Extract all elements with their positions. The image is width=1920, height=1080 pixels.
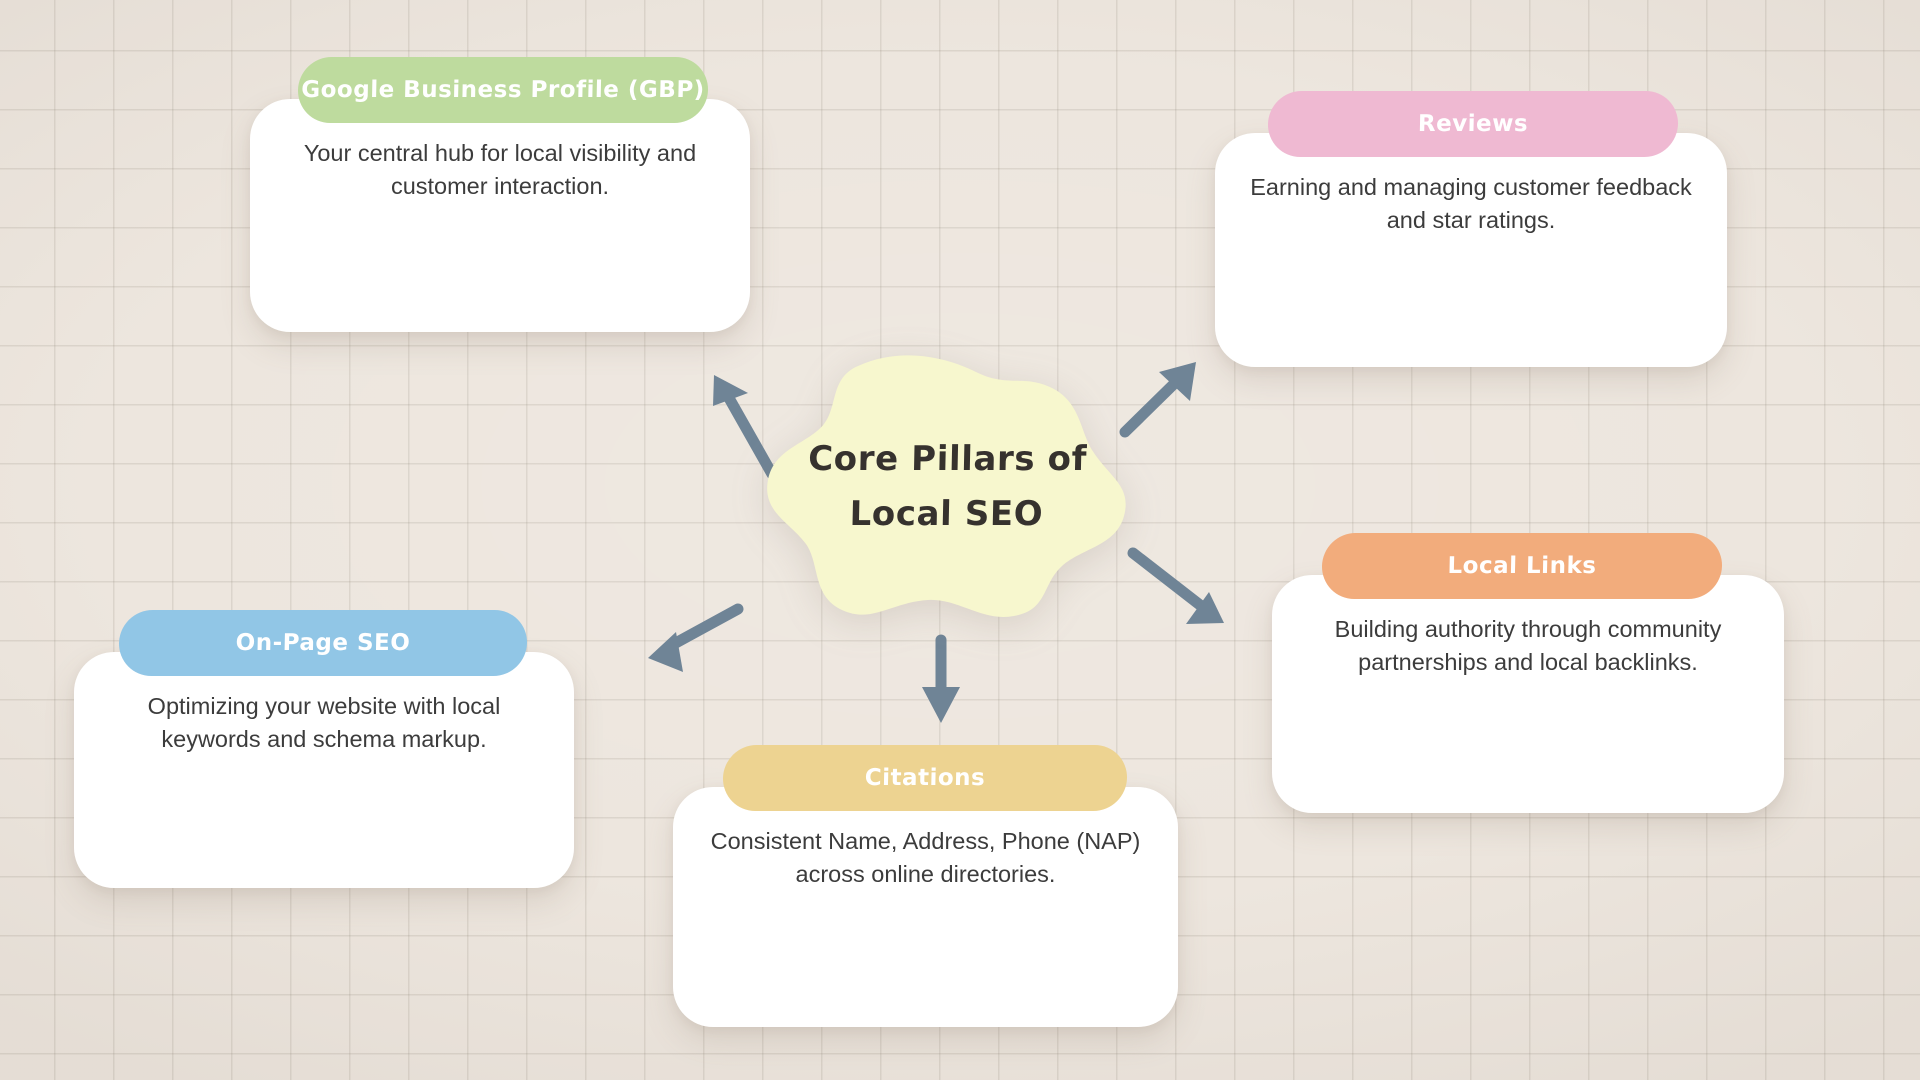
card-header-local-links[interactable]: Local Links — [1321, 533, 1723, 599]
card-description-local-links: Building authority through community par… — [1334, 616, 1722, 676]
card-description-on-page-seo: Optimizing your website with local keywo… — [147, 693, 501, 753]
card-description-citations: Consistent Name, Address, Phone (NAP) ac… — [710, 828, 1141, 888]
card-header-google-business-profile[interactable]: Google Business Profile (GBP) — [297, 57, 709, 123]
card-body-on-page-seo: Optimizing your website with local keywo… — [74, 652, 574, 888]
card-header-reviews[interactable]: Reviews — [1267, 91, 1679, 157]
card-body-google-business-profile: Your central hub for local visibility an… — [250, 99, 750, 332]
card-description-reviews: Earning and managing customer feedback a… — [1250, 174, 1692, 234]
blob-shape — [767, 355, 1126, 617]
card-header-citations[interactable]: Citations — [722, 745, 1128, 811]
card-body-reviews: Earning and managing customer feedback a… — [1215, 133, 1727, 367]
center-node-label: Core Pillars of Local SEO — [759, 352, 1135, 622]
center-title-line-2: Local SEO — [849, 494, 1044, 534]
core-pillars-center-node[interactable]: Core Pillars of Local SEO — [762, 352, 1132, 622]
card-header-on-page-seo[interactable]: On-Page SEO — [118, 610, 528, 676]
center-title-line-1: Core Pillars of — [807, 438, 1088, 479]
card-body-local-links: Building authority through community par… — [1272, 575, 1784, 813]
card-body-citations: Consistent Name, Address, Phone (NAP) ac… — [673, 787, 1178, 1027]
card-description-google-business-profile: Your central hub for local visibility an… — [303, 140, 697, 200]
